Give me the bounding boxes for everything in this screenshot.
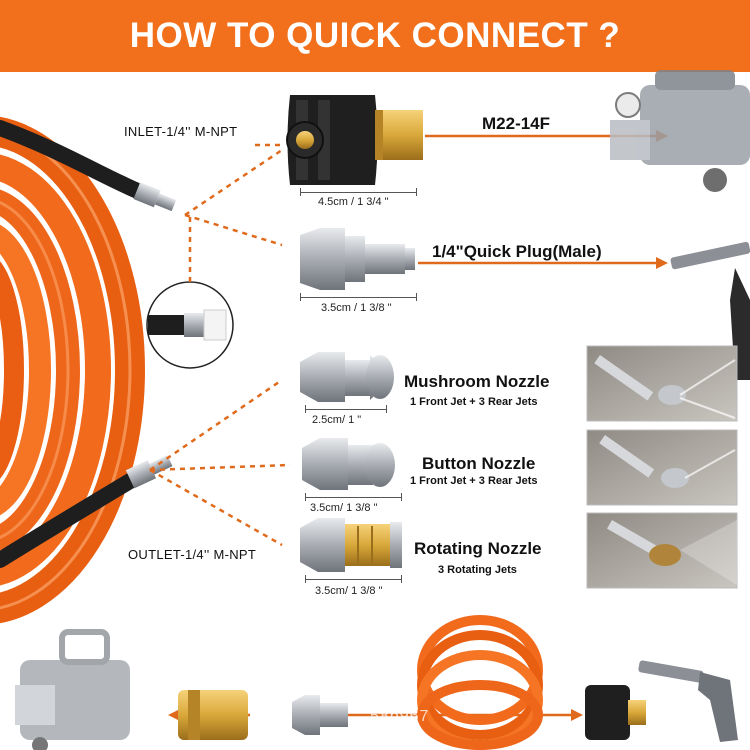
pressure-washer-icon [610,70,750,192]
photo-rotating-spray [586,512,738,589]
bottom-pressure-washer-icon [15,629,130,750]
page-title: HOW TO QUICK CONNECT ? [129,16,621,55]
quick-plug [300,228,415,290]
bottom-m22-coupler [585,685,646,740]
rotating-nozzle-dimension: 3.5cm/ 1 3/8 " [315,585,383,597]
button-dimension-bar [305,493,402,501]
outlet-label: OUTLET-1/4'' M-NPT [128,547,257,562]
hose-reel-icon [417,615,543,750]
m22-title: M22-14F [482,114,551,133]
mushroom-nozzle-subtitle: 1 Front Jet + 3 Rear Jets [410,396,538,408]
mushroom-nozzle [300,352,394,402]
button-nozzle-dimension: 3.5cm/ 1 3/8 " [310,502,378,514]
m22-dimension: 4.5cm / 1 3/4 " [318,196,389,208]
quick-plug-title: 1/4"Quick Plug(Male) [432,242,602,261]
bottom-spray-gun-icon [638,660,738,742]
bottom-brass-coupler [178,690,248,740]
quick-plug-dimension: 3.5cm / 1 3/8 " [321,302,392,314]
connector-lines [149,143,291,547]
mushroom-nozzle-title: Mushroom Nozzle [404,372,550,391]
inlet-fitting [133,182,177,212]
inlet-label: INLET-1/4'' M-NPT [124,124,238,139]
photo-button-spray [586,429,738,506]
bottom-steel-plug [292,695,348,735]
button-nozzle-subtitle: 1 Front Jet + 3 Rear Jets [410,475,538,487]
m22-dimension-bar [300,188,417,196]
button-nozzle-title: Button Nozzle [422,454,536,473]
mushroom-nozzle-dimension: 2.5cm/ 1 " [312,414,362,426]
mushroom-dimension-bar [305,405,387,413]
rotating-dimension-bar [305,575,402,583]
arrows [168,130,668,721]
quick-plug-dimension-bar [300,293,417,301]
photo-mushroom-spray [586,345,738,422]
hose-closeup-circle [146,281,234,369]
rotating-nozzle [300,518,402,572]
outlet-hose-black [0,470,143,568]
inlet-hose-black [0,120,148,200]
rotating-nozzle-subtitle: 3 Rotating Jets [438,564,517,576]
button-nozzle [302,438,395,490]
outlet-fitting [125,455,173,489]
rotating-nozzle-title: Rotating Nozzle [414,539,542,558]
watermark: 58b967 [370,708,430,725]
m22-coupler [286,95,423,185]
hose-coil [0,116,145,624]
header-banner: HOW TO QUICK CONNECT ? [0,0,750,72]
